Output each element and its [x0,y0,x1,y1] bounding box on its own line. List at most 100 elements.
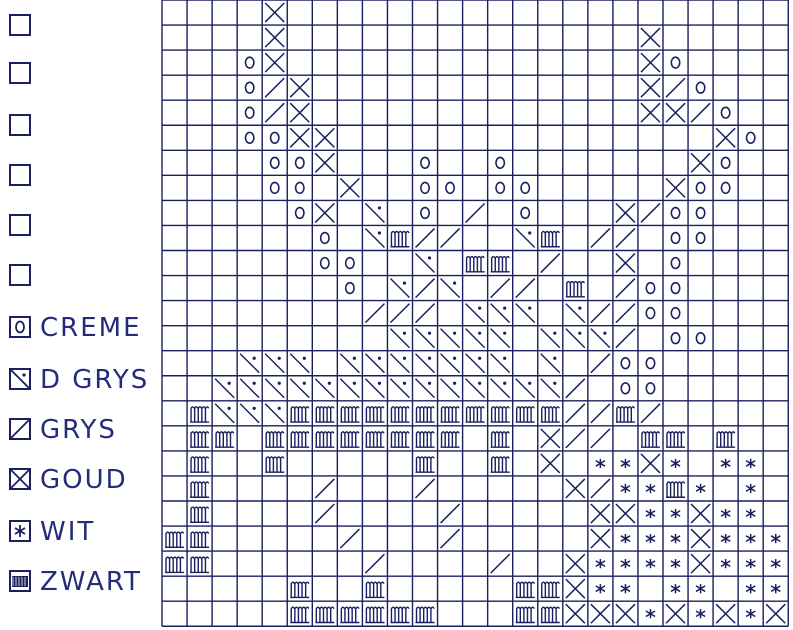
chart-cell-dot-slash [389,378,410,399]
chart-cell-star [620,483,631,494]
legend-row-3 [8,112,40,140]
chart-cell-circle [670,256,681,270]
chart-cell-circle [720,106,731,119]
circle-symbol-icon [9,316,31,338]
chart-cell-loops [390,230,410,248]
chart-cell-slash [565,428,586,449]
chart-cell-cross [615,252,636,274]
chart-cell-loops [290,581,310,599]
chart-cell-circle [645,281,656,295]
legend-row-4 [8,162,40,190]
chart-cell-loops [265,456,285,473]
chart-cell-dot-slash [415,378,436,399]
chart-cell-slash [590,227,611,249]
chart-cell-slash [490,553,511,574]
chart-cell-circle [670,206,681,220]
chart-cell-slash [314,478,335,499]
chart-cell-loops [190,556,210,574]
chart-cell-circle [495,156,506,170]
chart-cell-star [670,508,681,519]
chart-cell-dot-slash [289,378,310,399]
chart-cell-circle [670,231,681,245]
legend-row-5 [8,212,40,240]
chart-cell-circle [520,206,531,220]
chart-cell-dot-slash [440,278,461,299]
empty-box-icon [9,264,31,286]
chart-cell-cross [615,603,636,624]
chart-cell-circle [695,206,706,220]
chart-cell-cross [264,27,285,48]
chart-cell-circle [695,231,706,245]
chart-cell-star [745,559,756,569]
chart-cell-cross [640,102,661,123]
chart-cell-loops [515,606,535,624]
chart-cell-dot-slash [515,227,536,248]
chart-cell-circle [269,131,280,144]
chart-cell-dot-slash [490,303,511,324]
chart-cell-slash [615,278,636,299]
chart-cell-slash [615,227,636,249]
chart-cell-loops [340,406,360,423]
chart-cell-star [770,533,781,544]
chart-cell-dot-slash [239,378,260,399]
chart-cell-cross [690,528,711,549]
chart-cell-slash [565,403,586,424]
chart-cell-circle [420,156,431,170]
chart-cell-slash [690,102,711,123]
chart-cell-cross [665,603,686,624]
chart-cell-star [695,483,706,494]
legend-row-creme: CREME [8,313,142,343]
chart-cell-loops [215,431,235,448]
chart-cell-circle [344,281,355,295]
chart-cell-slash [590,428,611,449]
chart-cell-cross [640,52,661,73]
chart-cell-cross [264,52,285,73]
chart-cell-dot-slash [515,303,536,324]
chart-cell-loops [390,606,410,624]
chart-cell-cross [640,453,661,474]
chart-cell-slash [414,303,436,324]
chart-cell-slash [264,77,285,98]
chart-cell-dot-slash [540,378,561,399]
chart-cell-cross [615,503,636,524]
chart-cell-loops [465,406,485,423]
chart-cell-loops [290,431,310,448]
chart-cell-star [720,458,731,469]
chart-cell-slash [339,528,360,549]
chart-cell-cross [314,152,335,173]
chart-cell-cross [690,152,711,173]
chart-cell-slash [414,478,436,499]
chart-cell-circle [244,106,255,119]
chart-cell-slash [490,278,511,299]
chart-cell-loops [190,531,210,549]
chart-cell-star [670,584,681,594]
chart-cell-dot-slash [364,353,385,374]
chart-cell-dot-slash [590,328,611,349]
chart-cell-cross [765,603,786,624]
chart-cell-loops [390,406,410,423]
chart-cell-circle [620,357,631,370]
chart-cell-slash [389,303,411,324]
chart-cell-star [670,559,681,569]
chart-cell-cross [715,127,736,148]
chart-cell-circle [670,306,681,320]
chart-cell-loops [490,255,510,273]
chart-cell-star [595,559,606,569]
loops-symbol-icon [9,570,31,592]
chart-cell-loops [290,606,310,624]
chart-cell-loops [540,581,560,599]
chart-cell-slash [615,328,636,349]
chart-cell-cross [314,202,335,223]
chart-cell-slash [540,252,561,274]
chart-cell-slash [314,503,335,524]
chart-cell-loops [540,230,560,248]
chart-cell-dot-slash [415,253,436,274]
chart-cell-star [620,533,631,544]
chart-cell-slash [414,227,436,249]
chart-cell-cross [565,553,586,574]
chart-cell-dot-slash [389,353,410,374]
chart-cell-dot-slash [264,378,285,399]
chart-cell-star [745,609,756,619]
chart-cell-circle [670,56,681,69]
